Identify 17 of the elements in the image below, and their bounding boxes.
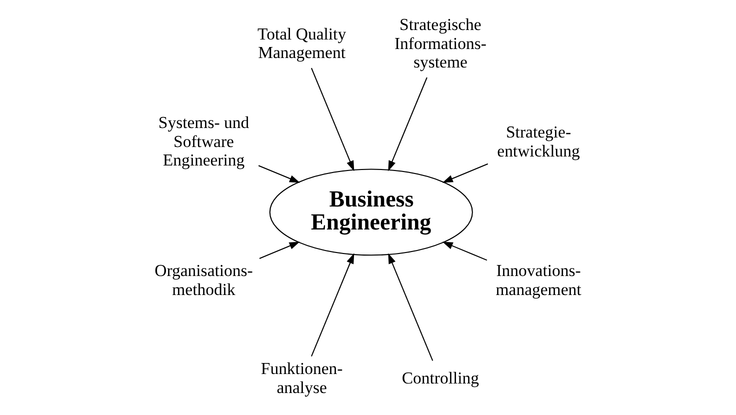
node-text: Organisations- methodik: [154, 261, 253, 299]
arrow: [388, 77, 428, 172]
node-text: Funktionen- analyse: [260, 359, 343, 397]
node-text: Strategische Informations- systeme: [394, 14, 486, 72]
arrow: [442, 242, 488, 261]
node-text: Systems- und Software Engineering: [158, 113, 250, 170]
arrow: [310, 68, 354, 172]
node-text: Strategie- entwicklung: [497, 122, 580, 160]
node-ellipse: Business Engineering: [269, 168, 473, 256]
arrow: [442, 163, 488, 183]
arrow: [259, 242, 300, 259]
arrow: [258, 165, 300, 183]
node-text: Innovations- management: [496, 261, 582, 299]
node-text: Controlling: [402, 368, 480, 388]
node-text: Total Quality Management: [258, 24, 346, 62]
arrow: [310, 253, 354, 357]
arrow: [388, 253, 434, 361]
